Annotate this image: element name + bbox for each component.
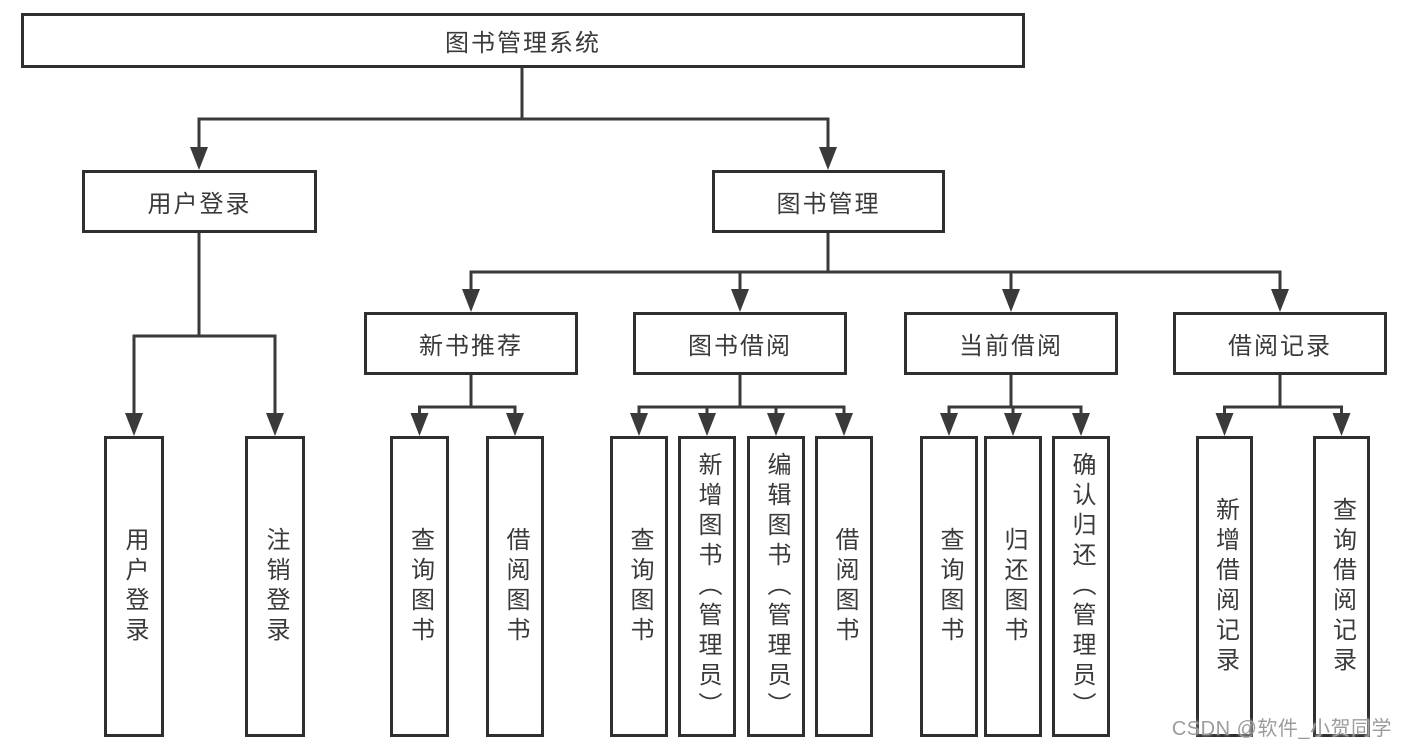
node-br-add-record: 新增借阅记录 bbox=[1196, 436, 1253, 737]
node-new-book-rec: 新书推荐 bbox=[364, 312, 578, 375]
connectors-new-book-rec bbox=[410, 375, 524, 436]
node-root: 图书管理系统 bbox=[21, 13, 1025, 68]
node-br-add-record-label: 新增借阅记录 bbox=[1211, 496, 1239, 677]
node-cb-query-book-label: 查询图书 bbox=[936, 526, 963, 647]
node-borrow-records-label: 借阅记录 bbox=[1228, 333, 1332, 360]
node-borrow-records: 借阅记录 bbox=[1173, 312, 1387, 375]
node-bb-borrow-book: 借阅图书 bbox=[815, 436, 873, 737]
node-bb-query-book-label: 查询图书 bbox=[626, 526, 653, 647]
node-current-borrow: 当前借阅 bbox=[904, 312, 1118, 375]
node-bb-edit-book: 编辑图书（管理员） bbox=[747, 436, 805, 737]
node-cb-confirm-return: 确认归还（管理员） bbox=[1052, 436, 1110, 737]
node-bb-borrow-book-label: 借阅图书 bbox=[831, 526, 858, 647]
node-cb-return-book-label: 归还图书 bbox=[1000, 526, 1027, 647]
node-cb-query-book: 查询图书 bbox=[920, 436, 978, 737]
node-rec-borrow-book: 借阅图书 bbox=[486, 436, 544, 737]
node-root-label: 图书管理系统 bbox=[445, 30, 601, 57]
connectors-borrow-records bbox=[1215, 375, 1351, 436]
node-rec-query-book-label: 查询图书 bbox=[406, 526, 434, 647]
node-leaf-user-login: 用户登录 bbox=[104, 436, 164, 737]
connectors-book-borrow bbox=[630, 375, 853, 436]
node-book-mgmt: 图书管理 bbox=[712, 170, 945, 233]
connectors-user-login bbox=[125, 233, 284, 436]
node-rec-query-book: 查询图书 bbox=[390, 436, 449, 737]
node-user-login: 用户登录 bbox=[82, 170, 317, 233]
node-br-query-record-label: 查询借阅记录 bbox=[1328, 496, 1356, 677]
node-bb-add-book-label: 新增图书（管理员） bbox=[694, 451, 721, 722]
node-book-borrow-label: 图书借阅 bbox=[688, 333, 792, 360]
node-book-borrow: 图书借阅 bbox=[633, 312, 847, 375]
node-bb-query-book: 查询图书 bbox=[610, 436, 668, 737]
csdn-watermark: CSDN @软件_小贺同学 bbox=[1171, 718, 1392, 740]
node-br-query-record: 查询借阅记录 bbox=[1313, 436, 1370, 737]
node-rec-borrow-book-label: 借阅图书 bbox=[502, 526, 529, 647]
node-user-login-label: 用户登录 bbox=[147, 191, 252, 218]
connectors-root bbox=[190, 68, 837, 170]
node-leaf-logout-label: 注销登录 bbox=[262, 526, 289, 647]
connectors-current-borrow bbox=[940, 375, 1090, 436]
connectors-book-mgmt bbox=[462, 233, 1289, 312]
node-cb-confirm-return-label: 确认归还（管理员） bbox=[1068, 451, 1095, 722]
node-new-book-rec-label: 新书推荐 bbox=[419, 333, 523, 360]
node-leaf-logout: 注销登录 bbox=[245, 436, 305, 737]
node-bb-edit-book-label: 编辑图书（管理员） bbox=[763, 451, 790, 722]
node-book-mgmt-label: 图书管理 bbox=[776, 191, 881, 218]
node-cb-return-book: 归还图书 bbox=[984, 436, 1042, 737]
node-current-borrow-label: 当前借阅 bbox=[959, 333, 1063, 360]
node-leaf-user-login-label: 用户登录 bbox=[121, 526, 148, 647]
node-bb-add-book: 新增图书（管理员） bbox=[678, 436, 736, 737]
